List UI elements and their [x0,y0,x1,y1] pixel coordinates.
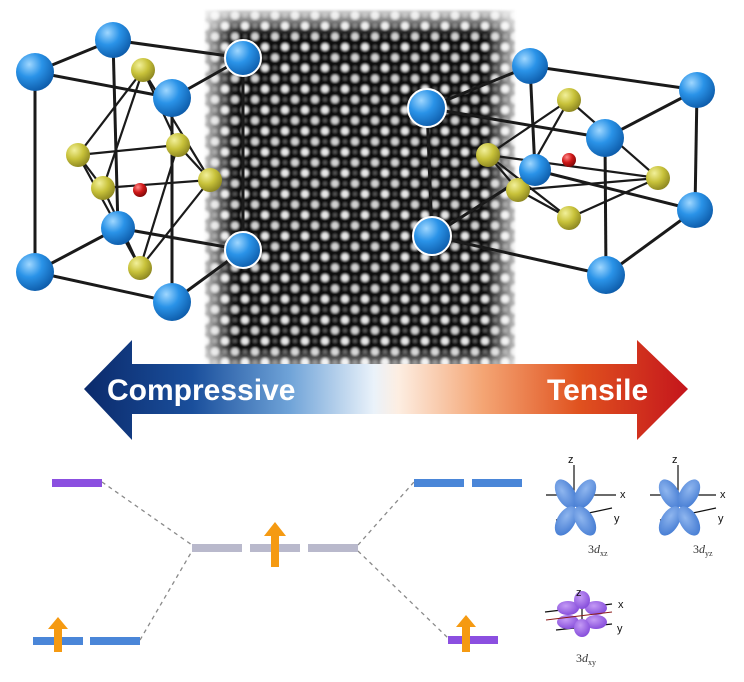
left-crystal-atoms [16,22,262,321]
dxy-axis-z: z [576,587,582,599]
dxz-axis-y: y [614,513,620,525]
spin-up-arrow-tensile [456,615,476,652]
orbital-3dxy: z x y 3dxy [544,587,624,667]
unstrained-level-3 [308,544,358,552]
energy-level-diagram [33,479,522,652]
dxy-axis-y: y [617,623,623,635]
unstrained-level-1 [192,544,242,552]
dyz-axis-y: y [718,513,724,525]
compressive-label: Compressive [107,374,295,407]
tensile-dyz-level [472,479,522,487]
compressive-dyz-level [90,637,140,645]
spin-up-arrow-compressive [48,617,68,652]
tensile-dxz-level [414,479,464,487]
dyz-axis-x: x [720,489,726,501]
compressive-dxy-level [52,479,102,487]
tensile-label: Tensile [547,374,648,407]
strain-double-arrow: Compressive Tensile [84,340,688,440]
right-crystal-atoms [407,48,715,294]
dxz-axis-x: x [620,489,626,501]
dyz-label: 3dyz [693,542,713,558]
orbital-3dyz: z x y 3dyz [650,454,726,558]
dxy-label: 3dxy [576,651,596,667]
dxz-label: 3dxz [588,542,608,558]
dyz-axis-z: z [672,454,678,466]
dxz-axis-z: z [568,454,574,466]
left-crystal-structure [33,38,245,304]
dxy-axis-x: x [618,599,624,611]
spin-up-arrow-unstrained [264,522,286,567]
orbital-3dxz: z x y 3dxz [546,454,626,558]
tensile-dxy-level [448,636,498,644]
